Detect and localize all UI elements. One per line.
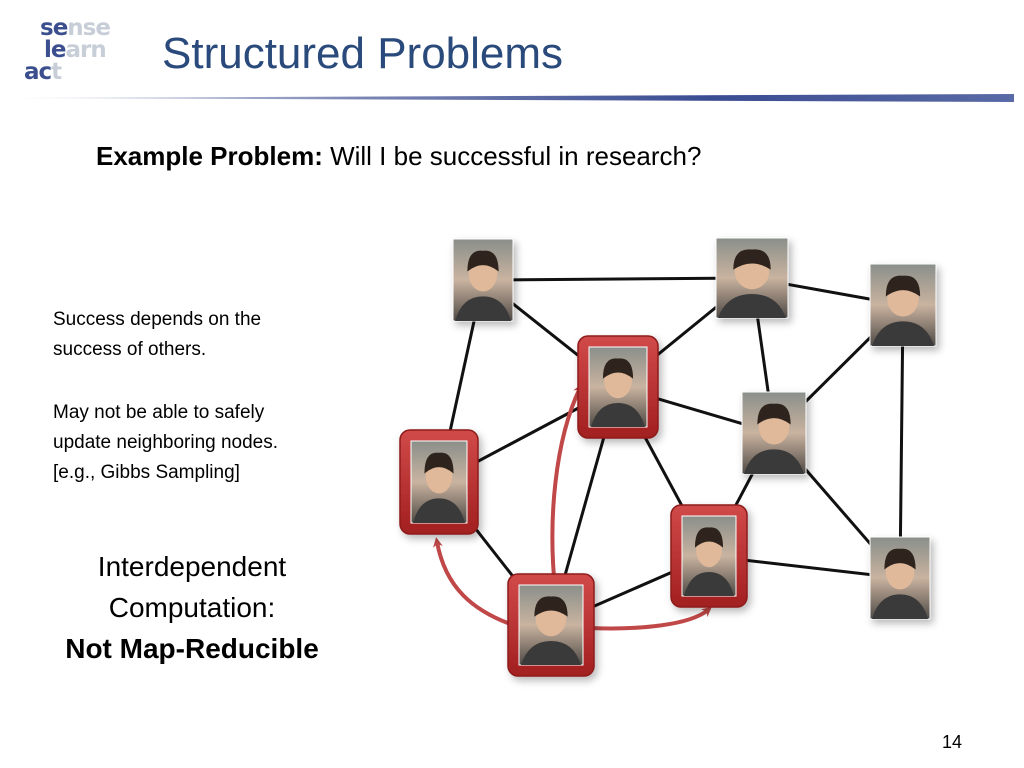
hair-shape <box>733 249 771 270</box>
inter-line: Interdependent <box>97 551 287 582</box>
text-line: update neighboring nodes. <box>53 432 279 453</box>
face-shape <box>887 280 919 317</box>
face-shape <box>758 408 790 445</box>
graph-node <box>452 238 514 322</box>
graph-node <box>741 391 807 475</box>
graph-edge <box>437 481 553 626</box>
highlight-frame <box>670 504 748 608</box>
update-description: May not be able to safely update neighbo… <box>53 398 278 488</box>
person-photo <box>715 237 789 319</box>
arrows-layer <box>433 383 712 631</box>
title-divider <box>8 94 1014 102</box>
highlight-frame <box>577 335 659 439</box>
face-shape <box>696 532 722 568</box>
hair-shape <box>424 452 454 474</box>
person-photo <box>588 346 648 428</box>
graph-edge <box>482 278 619 389</box>
graph-edge <box>549 386 620 626</box>
page-number: 14 <box>941 732 963 752</box>
person-photo <box>452 238 514 322</box>
graph-node-highlighted <box>507 573 595 677</box>
person-photo <box>410 440 468 524</box>
shoulders-shape <box>718 294 786 318</box>
text-line: [e.g., Gibbs Sampling] <box>53 462 240 483</box>
logo-line-sense: sense <box>40 15 111 41</box>
shoulders-shape <box>455 296 511 321</box>
graph-node-highlighted <box>670 504 748 608</box>
edges-layer <box>437 276 905 627</box>
shoulders-shape <box>872 321 934 346</box>
graph-edge <box>772 432 902 579</box>
graph-edge <box>550 554 710 627</box>
shoulders-shape <box>521 641 581 665</box>
face-shape <box>425 457 453 494</box>
hair-shape <box>467 250 499 272</box>
hair-shape <box>534 596 568 617</box>
example-label: Example Problem: <box>96 141 323 171</box>
update-arrow <box>550 383 583 590</box>
interdependent-computation: Interdependent Computation: Not Map-Redu… <box>40 546 344 669</box>
graph-node <box>869 263 937 347</box>
graph-node <box>715 237 789 319</box>
graph-edge <box>482 276 753 282</box>
nodes-layer <box>399 237 937 677</box>
slide-title: Structured Problems <box>162 29 564 78</box>
graph-edge <box>617 385 775 435</box>
hair-shape <box>757 403 791 425</box>
highlight-frame <box>507 573 595 677</box>
shoulders-shape <box>872 594 928 619</box>
hair-shape <box>602 358 634 379</box>
update-arrow <box>433 537 524 630</box>
example-problem: Example Problem: Will I be successful in… <box>96 137 701 175</box>
graph-node-highlighted <box>399 429 479 535</box>
shoulders-shape <box>744 449 804 474</box>
text-line: Success depends on the <box>53 309 262 330</box>
graph-edge <box>617 276 753 389</box>
person-photo <box>741 391 807 475</box>
highlight-frame <box>399 429 479 535</box>
person-photo <box>869 263 937 347</box>
success-description: Success depends on the success of others… <box>53 305 261 365</box>
face-shape <box>885 553 915 590</box>
inter-line: Computation: <box>108 592 276 623</box>
hair-shape <box>885 275 921 297</box>
graph-edge <box>707 432 776 557</box>
graph-edge <box>751 276 904 307</box>
logo: sense learn act <box>22 16 132 92</box>
update-arrow <box>588 606 712 631</box>
face-shape <box>535 601 567 637</box>
graph-node-highlighted <box>577 335 659 439</box>
face-shape <box>604 363 632 399</box>
hair-shape <box>884 548 916 570</box>
text-line: May not be able to safely <box>53 402 265 423</box>
person-photo <box>518 584 584 666</box>
graph-edge <box>750 277 776 434</box>
graph-node <box>869 536 931 620</box>
shoulders-shape <box>413 498 465 523</box>
shoulders-shape <box>591 403 645 427</box>
logo-line-act: act <box>24 59 62 85</box>
shoulders-shape <box>684 572 734 596</box>
graph-edge <box>437 279 485 483</box>
graph-edge <box>616 386 711 557</box>
logo-line-learn: learn <box>44 37 107 63</box>
graph-edge <box>438 385 619 484</box>
graph-edge <box>898 304 905 579</box>
person-photo <box>869 536 931 620</box>
graph-edge <box>772 303 905 435</box>
inter-line-bold: Not Map-Reducible <box>65 633 319 664</box>
graph-edge <box>708 554 901 580</box>
person-photo <box>681 515 737 597</box>
example-text: Will I be successful in research? <box>322 141 702 171</box>
hair-shape <box>694 527 724 548</box>
face-shape <box>734 254 770 290</box>
face-shape <box>468 255 498 292</box>
text-line: success of others. <box>53 339 207 360</box>
